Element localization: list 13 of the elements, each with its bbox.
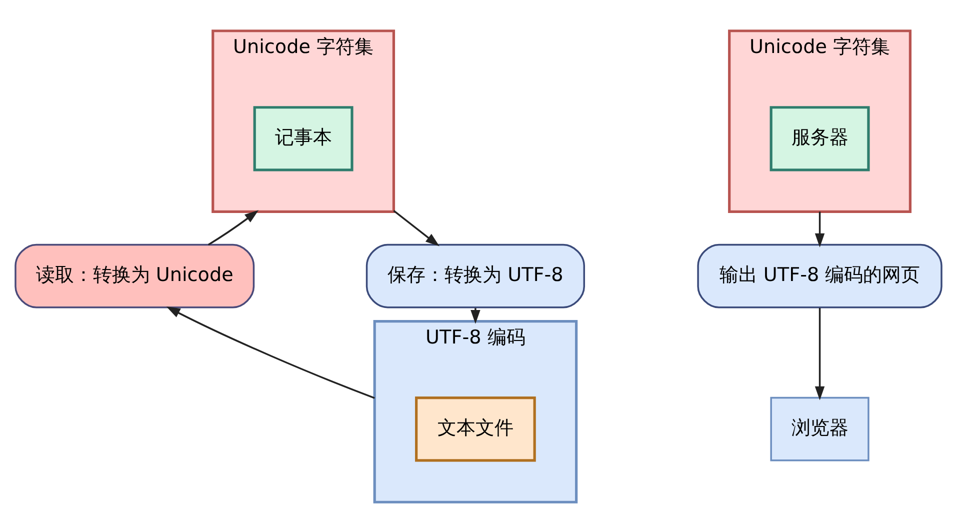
node-box: 保存：转换为 UTF-8: [366, 243, 586, 308]
arrow: [814, 308, 825, 400]
node-box: 文本文件: [415, 396, 536, 462]
node-box: 输出 UTF-8 编码的网页: [697, 243, 942, 308]
arrow: [208, 210, 259, 245]
arrow: [470, 308, 480, 324]
arrow: [166, 306, 375, 398]
node-box: 记事本: [253, 106, 354, 171]
node-box: 服务器: [770, 106, 870, 171]
arrow: [393, 210, 440, 246]
arrow: [814, 211, 825, 247]
node-box: 读取：转换为 Unicode: [14, 243, 255, 308]
node-box: 浏览器: [770, 396, 870, 461]
